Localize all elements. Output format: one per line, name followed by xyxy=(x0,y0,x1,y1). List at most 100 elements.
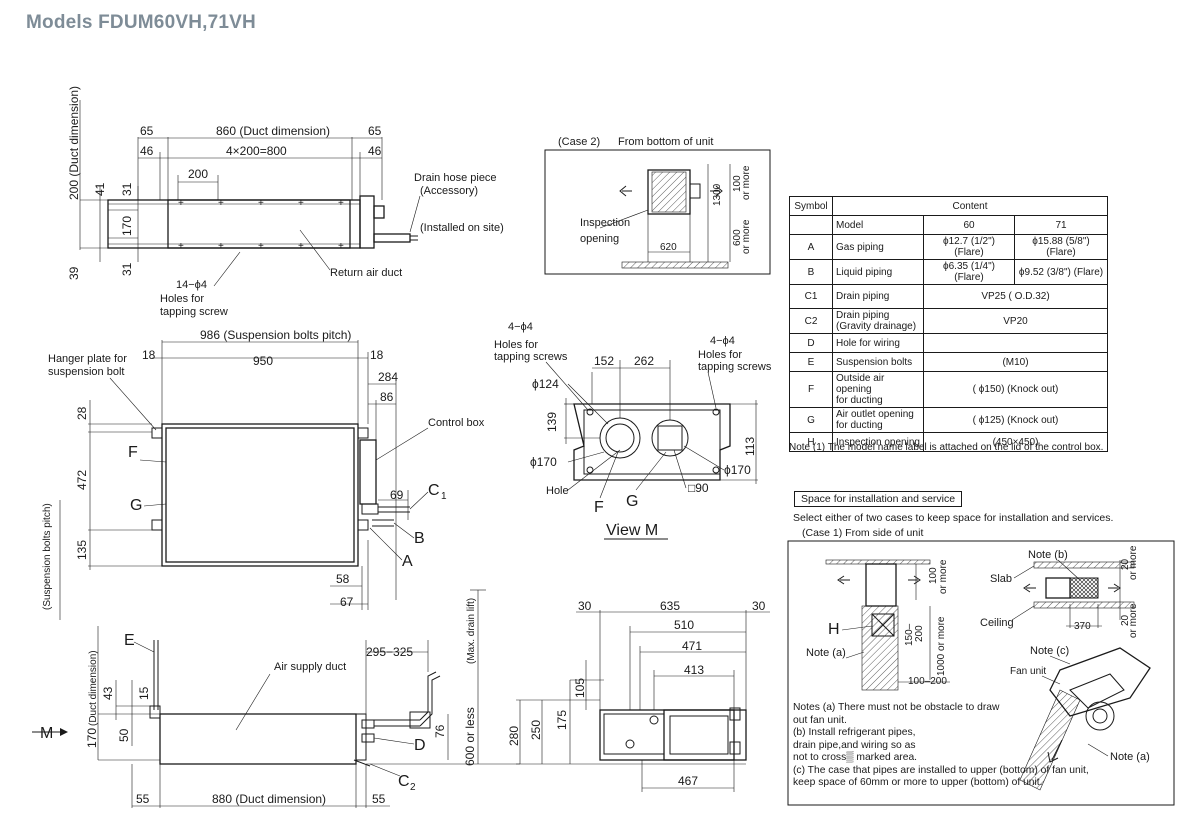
spec-model-name: Model xyxy=(832,215,924,235)
dim-4x200: 4×200=800 xyxy=(226,144,287,158)
dim-67: 67 xyxy=(340,595,354,609)
space-note-line: keep space of 60mm or more to upper (bot… xyxy=(793,777,1043,788)
dim-284: 284 xyxy=(378,370,398,384)
spec-row-val: ( ϕ125) (Knock out) xyxy=(923,407,1108,433)
dim-18-right: 18 xyxy=(370,348,384,362)
label-C1: C xyxy=(428,482,440,499)
case2-d620: 620 xyxy=(660,242,677,253)
front-view: (Duct dimension) 43 15 170 50 295−325 76… xyxy=(32,589,520,808)
space-note-line: drain pipe,and wiring so as xyxy=(793,739,916,751)
front-label-M: M xyxy=(40,725,53,742)
space-note-b: Note (b) xyxy=(1028,549,1068,561)
space-d20-bot: 20 xyxy=(1120,614,1131,626)
front-d15: 15 xyxy=(137,686,151,700)
dim-950: 950 xyxy=(253,354,273,368)
spec-header-symbol: Symbol xyxy=(789,196,833,216)
case2-d600: 600 xyxy=(732,229,743,246)
svg-text:+: + xyxy=(338,198,344,209)
space-d100: 100 xyxy=(928,567,939,584)
space-case1-box: H Note (a) 100 or more 150– 200 1000 or … xyxy=(787,540,1175,806)
viewm-holes-right-2: tapping screws xyxy=(698,361,772,373)
spec-row-sym: C2 xyxy=(789,308,833,334)
spec-row-val xyxy=(923,333,1108,353)
dim-46-left: 46 xyxy=(140,144,154,158)
space-d150: 150– xyxy=(904,623,915,646)
label-accessory: (Accessory) xyxy=(420,185,478,197)
viewm-d113: 113 xyxy=(743,437,757,456)
viewm-d139: 139 xyxy=(545,412,559,432)
viewm-F: F xyxy=(594,499,604,516)
spec-row-name: Suspension bolts xyxy=(832,352,924,372)
spec-row-name: Outside air opening for ducting xyxy=(832,371,924,408)
label-tapping-screw: tapping screw xyxy=(160,306,228,318)
dim-39: 39 xyxy=(67,266,81,280)
space-note-a: Note (a) xyxy=(806,647,846,659)
dim-200-duct: 200 (Duct dimension) xyxy=(67,86,81,200)
spec-table: Symbol Content Model 60 71 A Gas piping … xyxy=(789,196,1108,452)
front-label-C2: C xyxy=(398,773,410,790)
front-duct-dim: (Duct dimension) xyxy=(88,650,99,726)
space-d100-200: 100–200 xyxy=(908,676,947,687)
front-label-E: E xyxy=(124,632,135,649)
side-view: 30 635 30 510 471 413 105 175 250 280 46… xyxy=(507,599,770,792)
dim-41: 41 xyxy=(93,182,107,196)
plan-view: 986 (Suspension bolts pitch) 18 950 18 2… xyxy=(42,328,485,620)
label-B: B xyxy=(414,530,425,547)
viewm-holes-right-1: Holes for xyxy=(698,349,742,361)
side-d467: 467 xyxy=(678,774,698,788)
spec-row-name: Air outlet opening for ducting xyxy=(832,407,924,433)
spec-model-71: 71 xyxy=(1014,215,1108,235)
spec-row-name: Gas piping xyxy=(832,234,924,260)
top-view: ++ ++ + ++ ++ + 65 860 (Duct dimension) … xyxy=(67,86,504,318)
dim-986: 986 (Suspension bolts pitch) xyxy=(200,328,351,342)
spec-row-sym: F xyxy=(789,371,833,408)
label-control-box: Control box xyxy=(428,417,485,429)
dim-28: 28 xyxy=(75,406,89,420)
svg-text:+: + xyxy=(218,241,224,252)
page-title: Models FDUM60VH,71VH xyxy=(26,12,256,33)
dim-31-bottom: 31 xyxy=(120,262,134,276)
svg-text:+: + xyxy=(298,241,304,252)
spec-model-60: 60 xyxy=(923,215,1015,235)
viewm-d152: 152 xyxy=(594,354,614,368)
dim-860: 860 (Duct dimension) xyxy=(216,124,330,138)
front-d76: 76 xyxy=(433,724,447,738)
spec-row-val: (M10) xyxy=(923,352,1108,372)
viewm-holes-left-2: tapping screws xyxy=(494,351,568,363)
space-or-more-bot: or more xyxy=(1128,603,1139,638)
viewm-phi170-right: ϕ170 xyxy=(724,463,751,477)
viewm-holes-left-1: Holes for xyxy=(494,339,538,351)
spec-row-name: Inspection opening xyxy=(832,432,924,452)
front-d880: 880 (Duct dimension) xyxy=(212,792,326,806)
case2-d100: 100 xyxy=(732,175,743,192)
front-d43: 43 xyxy=(101,686,115,700)
viewm-holes-right: 4−ϕ4 xyxy=(710,335,735,347)
case2-label: (Case 2) xyxy=(558,136,600,148)
label-holes-for: Holes for xyxy=(160,293,204,305)
svg-text:+: + xyxy=(338,241,344,252)
space-note-a2: Note (a) xyxy=(1110,751,1150,763)
space-note-c: Note (c) xyxy=(1030,645,1069,657)
label-drain-hose: Drain hose piece xyxy=(414,172,497,184)
space-note-line: not to cross▒ marked area. xyxy=(793,752,918,763)
dim-200: 200 xyxy=(188,167,208,181)
side-d30-right: 30 xyxy=(752,599,766,613)
spec-row-sym: E xyxy=(789,352,833,372)
space-note-line: (c) The case that pipes are installed to… xyxy=(793,764,1089,776)
svg-text:+: + xyxy=(178,241,184,252)
viewm-caption: View M xyxy=(606,522,658,539)
front-d170: 170 xyxy=(85,728,99,748)
svg-text:+: + xyxy=(178,198,184,209)
space-d1000: 1000 or more xyxy=(936,616,947,676)
dim-31-top: 31 xyxy=(120,182,134,196)
spec-row-val: VP20 xyxy=(923,308,1108,334)
space-title: Space for installation and service xyxy=(794,491,963,507)
side-d175: 175 xyxy=(555,710,569,730)
spec-model-sym xyxy=(789,215,833,235)
front-label-D: D xyxy=(414,737,426,754)
front-d55-right: 55 xyxy=(372,792,386,806)
spec-row-sym: A xyxy=(789,234,833,260)
case2-sublabel: From bottom of unit xyxy=(618,136,713,148)
dim-58: 58 xyxy=(336,572,350,586)
front-d50: 50 xyxy=(117,728,131,742)
